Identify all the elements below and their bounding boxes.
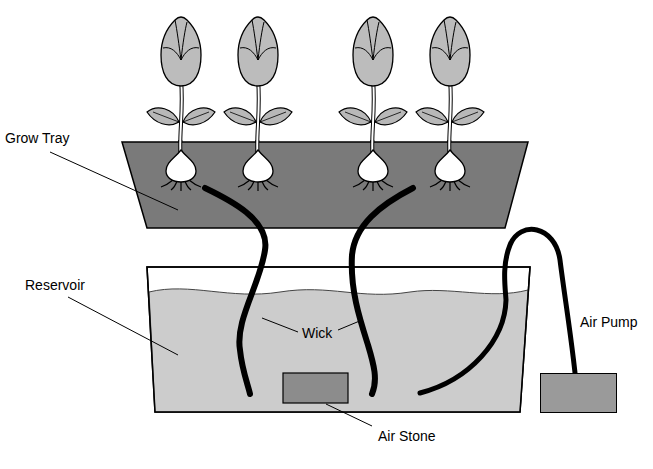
air-pump-box: Air Pump xyxy=(540,373,617,413)
part-label: Air Stone xyxy=(376,428,438,444)
part-label: Reservoir xyxy=(23,277,87,293)
part-label: Wick xyxy=(300,325,334,341)
box-heading: Air Pump xyxy=(580,314,638,330)
part-label: Grow Tray xyxy=(3,130,72,146)
